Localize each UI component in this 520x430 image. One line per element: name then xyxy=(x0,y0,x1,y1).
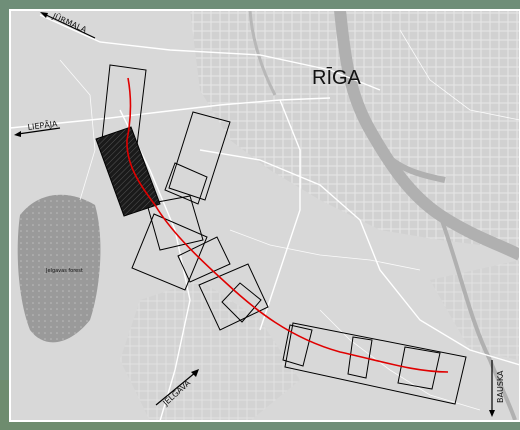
survey-frame xyxy=(284,322,467,405)
highlighted-section-block xyxy=(95,126,161,217)
city-label-riga: RĪGA xyxy=(312,66,362,89)
survey-frame xyxy=(168,111,231,201)
label-bauska: BAUSKA xyxy=(496,370,505,403)
survey-frame xyxy=(164,162,208,205)
river-daugava xyxy=(334,9,520,261)
forest-area xyxy=(17,194,101,343)
map-frame xyxy=(9,9,520,422)
survey-frame xyxy=(397,346,441,390)
route-line xyxy=(126,77,449,373)
survey-frame xyxy=(131,213,208,291)
survey-frame xyxy=(146,195,204,251)
forest-label: Jelgavas forest xyxy=(45,268,83,274)
label-liepaja: LIEPĀJA xyxy=(27,118,58,132)
direction-bauska: BAUSKA xyxy=(489,360,505,417)
survey-frame xyxy=(177,236,231,283)
urban-area xyxy=(190,10,520,250)
survey-frame xyxy=(282,324,313,367)
survey-frame xyxy=(198,263,269,331)
direction-liepaja: LIEPĀJA xyxy=(14,118,61,137)
survey-frame xyxy=(347,336,373,379)
